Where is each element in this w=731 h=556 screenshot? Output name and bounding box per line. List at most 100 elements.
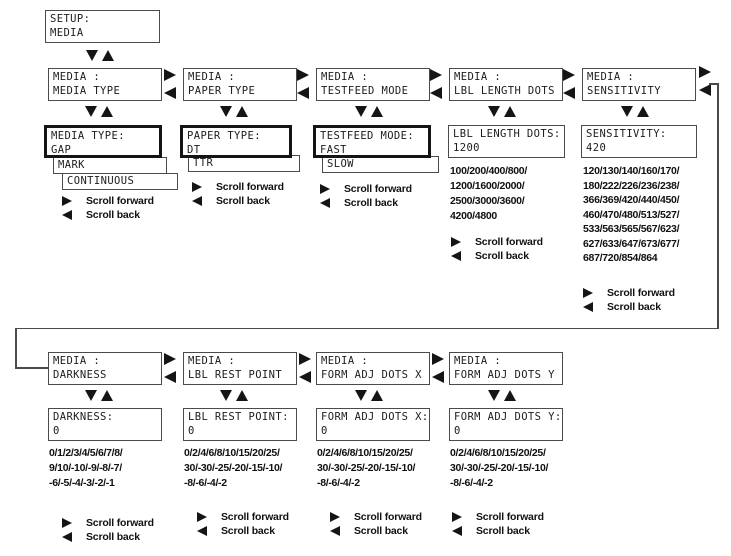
lcd-line: MEDIA :	[53, 71, 101, 83]
option-line: -8/-6/-4/-2	[317, 477, 360, 489]
lcd-line: FAST	[320, 143, 347, 156]
option-line: -8/-6/-4/-2	[450, 477, 493, 489]
connector-line	[15, 327, 17, 369]
up-arrow-icon	[101, 390, 113, 401]
lcd-line: 0	[188, 424, 195, 437]
lcd-line: MEDIA :	[321, 71, 369, 83]
lcd-box-menu-paper-type: MEDIA : PAPER TYPE	[183, 68, 297, 101]
option-line: -8/-6/-4/-2	[184, 477, 227, 489]
option-list-form-adj-dots-y: 0/2/4/6/8/10/15/20/25/ 30/-30/-25/-20/-1…	[450, 446, 548, 491]
connector-line	[15, 327, 719, 329]
updown-arrows	[621, 106, 649, 117]
lcd-line: FORM ADJ DOTS Y	[454, 368, 555, 381]
scroll-forward-icon	[430, 69, 442, 81]
option-list-sensitivity: 120/130/140/160/170/ 180/222/226/236/238…	[583, 164, 679, 266]
lcd-line: FORM ADJ DOTS Y:	[454, 411, 562, 423]
scroll-back-label: Scroll back	[354, 525, 408, 537]
scroll-forward-label: Scroll forward	[86, 195, 154, 207]
lcd-line: SETUP:	[50, 13, 91, 25]
scroll-back-label: Scroll back	[216, 195, 270, 207]
nav-arrows	[299, 353, 311, 383]
scroll-back-label: Scroll back	[475, 250, 529, 262]
scroll-back-icon	[197, 526, 207, 536]
lcd-box-value-sensitivity: SENSITIVITY: 420	[581, 125, 697, 158]
updown-arrows	[355, 390, 383, 401]
up-arrow-icon	[504, 390, 516, 401]
option-line: 30/-30/-25/-20/-15/-10/	[184, 462, 283, 474]
updown-arrows	[488, 106, 516, 117]
lcd-box-menu-sensitivity: MEDIA : SENSITIVITY	[582, 68, 696, 101]
scroll-legend: Scroll forward Scroll back	[451, 236, 543, 262]
option-line: 2500/3000/3600/	[450, 195, 525, 207]
option-list-form-adj-dots-x: 0/2/4/6/8/10/15/20/25/ 30/-30/-25/-20/-1…	[317, 446, 415, 491]
option-line: -6/-5/-4/-3/-2/-1	[49, 477, 115, 489]
updown-arrows	[220, 106, 248, 117]
stack-option-slow: SLOW	[322, 156, 439, 173]
updown-arrows	[85, 106, 113, 117]
lcd-line: SENSITIVITY	[587, 84, 661, 97]
scroll-forward-icon	[563, 69, 575, 81]
nav-arrows	[164, 353, 176, 383]
nav-arrows	[432, 353, 444, 383]
scroll-forward-icon	[432, 353, 444, 365]
lcd-box-menu-lbl-length-dots: MEDIA : LBL LENGTH DOTS	[449, 68, 563, 101]
updown-arrows	[85, 390, 113, 401]
lcd-box-value-paper-type: PAPER TYPE: DT	[180, 125, 292, 158]
scroll-forward-icon	[583, 288, 593, 298]
scroll-forward-icon	[451, 237, 461, 247]
option-line: 533/563/565/567/623/	[583, 223, 680, 235]
lcd-line: 0	[321, 424, 328, 437]
lcd-box-menu-form-adj-dots-y: MEDIA : FORM ADJ DOTS Y	[449, 352, 563, 385]
scroll-back-label: Scroll back	[476, 525, 530, 537]
lcd-line: 1200	[453, 141, 480, 154]
scroll-legend: Scroll forward Scroll back	[192, 181, 284, 207]
scroll-legend: Scroll forward Scroll back	[62, 195, 154, 221]
scroll-forward-icon	[452, 512, 462, 522]
scroll-forward-label: Scroll forward	[476, 511, 544, 523]
scroll-back-label: Scroll back	[221, 525, 275, 537]
lcd-line: MEDIA TYPE:	[51, 130, 125, 142]
scroll-back-icon	[320, 198, 330, 208]
option-line: 0/2/4/6/8/10/15/20/25/	[317, 447, 413, 459]
lcd-line: MEDIA :	[587, 71, 635, 83]
scroll-forward-icon	[197, 512, 207, 522]
down-arrow-icon	[621, 106, 633, 117]
lcd-box-menu-darkness: MEDIA : DARKNESS	[48, 352, 162, 385]
up-arrow-icon	[637, 106, 649, 117]
down-arrow-icon	[355, 106, 367, 117]
option-list-lbl-length-dots: 100/200/400/800/ 1200/1600/2000/ 2500/30…	[450, 164, 527, 224]
scroll-back-icon	[192, 196, 202, 206]
lcd-box-menu-testfeed-mode: MEDIA : TESTFEED MODE	[316, 68, 430, 101]
lcd-line: MEDIA :	[454, 355, 502, 367]
down-arrow-icon	[220, 390, 232, 401]
lcd-box-value-lbl-length-dots: LBL LENGTH DOTS: 1200	[448, 125, 565, 158]
option-line: 100/200/400/800/	[450, 165, 527, 177]
up-arrow-icon	[371, 106, 383, 117]
option-line: 120/130/140/160/170/	[583, 165, 680, 177]
scroll-back-icon	[164, 87, 176, 99]
lcd-line: MEDIA :	[188, 355, 236, 367]
scroll-forward-icon	[164, 69, 176, 81]
lcd-line: MEDIA TYPE	[53, 84, 121, 97]
stack-option-continuous: CONTINUOUS	[62, 173, 178, 190]
scroll-forward-icon	[62, 196, 72, 206]
lcd-line: PAPER TYPE:	[187, 130, 261, 142]
lcd-line: MEDIA :	[53, 355, 101, 367]
lcd-line: DARKNESS:	[53, 411, 114, 423]
option-line: 4200/4800	[450, 210, 497, 222]
lcd-line: TESTFEED MODE	[321, 84, 409, 97]
lcd-line: LBL REST POINT	[188, 368, 283, 381]
down-arrow-icon	[488, 390, 500, 401]
scroll-back-label: Scroll back	[344, 197, 398, 209]
lcd-line: LBL REST POINT:	[188, 411, 289, 423]
scroll-forward-icon	[164, 353, 176, 365]
stack-option-mark: MARK	[53, 157, 167, 174]
lcd-line: GAP	[51, 143, 72, 156]
scroll-legend: Scroll forward Scroll back	[330, 511, 422, 537]
scroll-back-icon	[451, 251, 461, 261]
scroll-forward-label: Scroll forward	[475, 236, 543, 248]
lcd-line: DARKNESS	[53, 368, 107, 381]
scroll-back-icon	[452, 526, 462, 536]
lcd-box-menu-form-adj-dots-x: MEDIA : FORM ADJ DOTS X	[316, 352, 430, 385]
